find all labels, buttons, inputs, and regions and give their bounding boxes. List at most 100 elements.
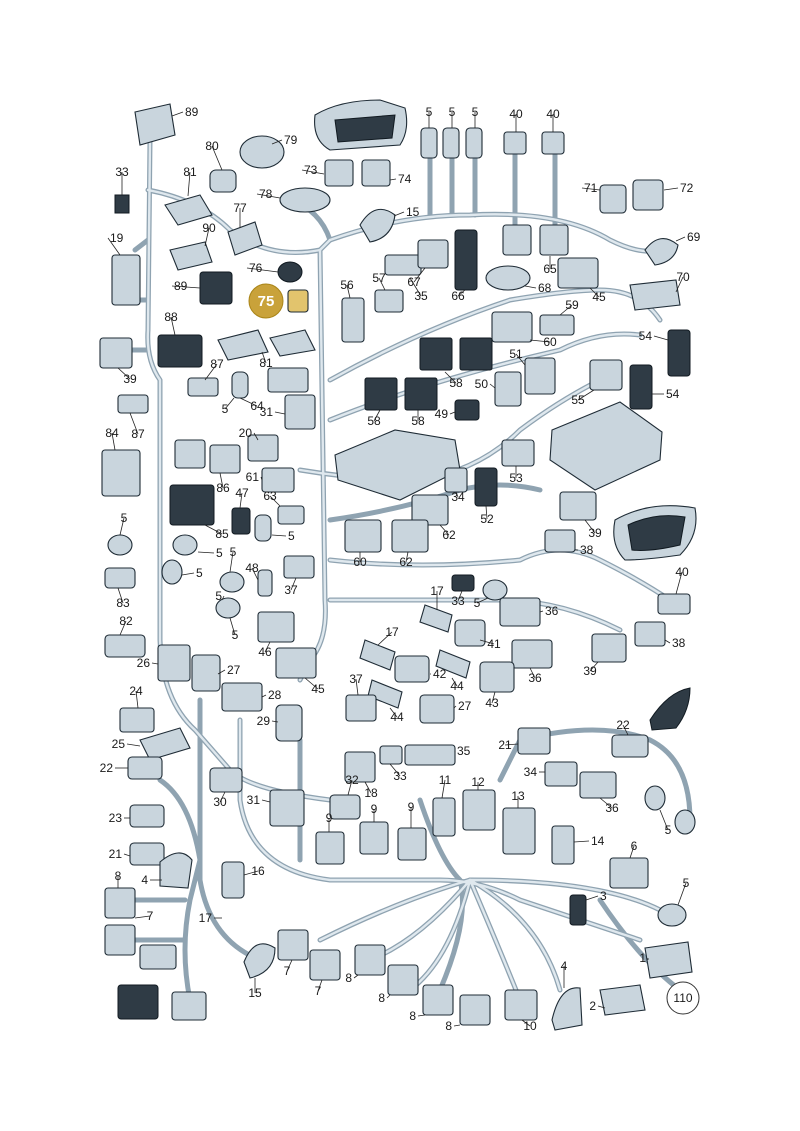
callout-15[interactable]: 15 bbox=[393, 205, 420, 219]
callout-27[interactable]: 27 bbox=[217, 663, 241, 677]
callout-62[interactable]: 62 bbox=[399, 551, 413, 569]
callout-65[interactable]: 65 bbox=[543, 256, 557, 276]
callout-60[interactable]: 60 bbox=[529, 335, 557, 349]
callout-9[interactable]: 9 bbox=[371, 802, 378, 822]
callout-3[interactable]: 3 bbox=[585, 889, 607, 903]
callout-47[interactable]: 47 bbox=[235, 486, 249, 509]
callout-8[interactable]: 8 bbox=[409, 1009, 426, 1023]
callout-55[interactable]: 55 bbox=[571, 389, 595, 407]
callout-61[interactable]: 61 bbox=[246, 470, 263, 484]
callout-5[interactable]: 5 bbox=[271, 529, 295, 543]
callout-40[interactable]: 40 bbox=[546, 107, 560, 132]
callout-20[interactable]: 20 bbox=[239, 426, 259, 441]
callout-33[interactable]: 33 bbox=[451, 590, 465, 608]
callout-89[interactable]: 89 bbox=[171, 279, 201, 293]
callout-5[interactable]: 5 bbox=[229, 545, 237, 573]
callout-21[interactable]: 21 bbox=[498, 738, 519, 752]
callout-88[interactable]: 88 bbox=[164, 310, 178, 336]
callout-10[interactable]: 10 bbox=[521, 1019, 537, 1033]
callout-45[interactable]: 45 bbox=[589, 287, 606, 304]
callout-41[interactable]: 41 bbox=[479, 637, 501, 651]
callout-84[interactable]: 84 bbox=[105, 426, 119, 451]
callout-5[interactable]: 5 bbox=[119, 511, 128, 536]
callout-33[interactable]: 33 bbox=[389, 763, 407, 783]
callout-76[interactable]: 76 bbox=[246, 261, 279, 275]
callout-66[interactable]: 66 bbox=[451, 289, 466, 303]
callout-43[interactable]: 43 bbox=[485, 691, 499, 710]
callout-1[interactable]: 1 bbox=[639, 951, 649, 965]
callout-5[interactable]: 5 bbox=[472, 105, 479, 128]
callout-57[interactable]: 57 bbox=[372, 271, 386, 291]
callout-5[interactable]: 5 bbox=[474, 596, 489, 610]
callout-19[interactable]: 19 bbox=[107, 231, 124, 256]
callout-63[interactable]: 63 bbox=[263, 489, 281, 507]
callout-36[interactable]: 36 bbox=[599, 797, 619, 815]
callout-87[interactable]: 87 bbox=[204, 357, 224, 381]
callout-54[interactable]: 54 bbox=[652, 387, 680, 401]
callout-35[interactable]: 35 bbox=[409, 277, 428, 303]
callout-34[interactable]: 34 bbox=[451, 490, 465, 504]
callout-79[interactable]: 79 bbox=[271, 133, 298, 147]
callout-37[interactable]: 37 bbox=[349, 672, 363, 696]
callout-49[interactable]: 49 bbox=[435, 407, 456, 421]
callout-81[interactable]: 81 bbox=[259, 351, 273, 370]
callout-73[interactable]: 73 bbox=[301, 163, 325, 177]
callout-5[interactable]: 5 bbox=[426, 105, 433, 128]
callout-38[interactable]: 38 bbox=[575, 543, 594, 557]
callout-15[interactable]: 15 bbox=[248, 978, 262, 1000]
callout-25[interactable]: 25 bbox=[112, 737, 141, 751]
callout-39[interactable]: 39 bbox=[583, 661, 599, 678]
callout-90[interactable]: 90 bbox=[202, 221, 216, 247]
callout-44[interactable]: 44 bbox=[450, 677, 464, 693]
callout-8[interactable]: 8 bbox=[445, 1019, 461, 1033]
callout-26[interactable]: 26 bbox=[137, 656, 159, 670]
callout-40[interactable]: 40 bbox=[675, 565, 689, 595]
callout-9[interactable]: 9 bbox=[408, 800, 415, 828]
callout-16[interactable]: 16 bbox=[243, 864, 265, 878]
callout-42[interactable]: 42 bbox=[430, 667, 447, 681]
callout-45[interactable]: 45 bbox=[304, 677, 325, 696]
callout-37[interactable]: 37 bbox=[284, 577, 298, 597]
callout-44[interactable]: 44 bbox=[389, 707, 404, 724]
callout-2[interactable]: 2 bbox=[589, 999, 606, 1013]
callout-4[interactable]: 4 bbox=[561, 959, 568, 988]
callout-22[interactable]: 22 bbox=[616, 718, 630, 736]
callout-5[interactable]: 5 bbox=[215, 589, 225, 603]
callout-6[interactable]: 6 bbox=[629, 839, 638, 859]
callout-5[interactable]: 5 bbox=[229, 617, 239, 642]
callout-23[interactable]: 23 bbox=[109, 811, 130, 825]
callout-7[interactable]: 7 bbox=[315, 979, 323, 998]
callout-7[interactable]: 7 bbox=[134, 909, 154, 923]
callout-39[interactable]: 39 bbox=[117, 367, 137, 386]
callout-38[interactable]: 38 bbox=[664, 636, 686, 650]
callout-4[interactable]: 4 bbox=[141, 873, 162, 887]
callout-5[interactable]: 5 bbox=[659, 809, 672, 837]
callout-13[interactable]: 13 bbox=[511, 789, 525, 808]
callout-36[interactable]: 36 bbox=[528, 667, 542, 685]
callout-35[interactable]: 35 bbox=[454, 744, 471, 758]
callout-70[interactable]: 70 bbox=[675, 270, 690, 293]
callout-30[interactable]: 30 bbox=[213, 791, 227, 809]
callout-69[interactable]: 69 bbox=[675, 230, 701, 244]
callout-34[interactable]: 34 bbox=[524, 765, 545, 779]
callout-5[interactable]: 5 bbox=[197, 546, 223, 560]
callout-29[interactable]: 29 bbox=[257, 714, 279, 728]
callout-68[interactable]: 68 bbox=[524, 281, 552, 295]
callout-78[interactable]: 78 bbox=[256, 187, 281, 201]
callout-85[interactable]: 85 bbox=[204, 524, 229, 541]
callout-83[interactable]: 83 bbox=[116, 587, 130, 610]
callout-22[interactable]: 22 bbox=[100, 761, 128, 775]
callout-36[interactable]: 36 bbox=[539, 604, 559, 618]
callout-17[interactable]: 17 bbox=[199, 911, 222, 925]
callout-56[interactable]: 56 bbox=[340, 278, 354, 299]
callout-81[interactable]: 81 bbox=[183, 165, 197, 197]
callout-31[interactable]: 31 bbox=[260, 405, 286, 419]
callout-8[interactable]: 8 bbox=[378, 991, 391, 1005]
callout-80[interactable]: 80 bbox=[205, 139, 223, 171]
callout-31[interactable]: 31 bbox=[247, 793, 271, 807]
callout-39[interactable]: 39 bbox=[584, 519, 602, 540]
callout-58[interactable]: 58 bbox=[367, 409, 381, 428]
callout-62[interactable]: 62 bbox=[439, 524, 456, 542]
callout-9[interactable]: 9 bbox=[326, 811, 333, 832]
callout-59[interactable]: 59 bbox=[559, 298, 579, 316]
